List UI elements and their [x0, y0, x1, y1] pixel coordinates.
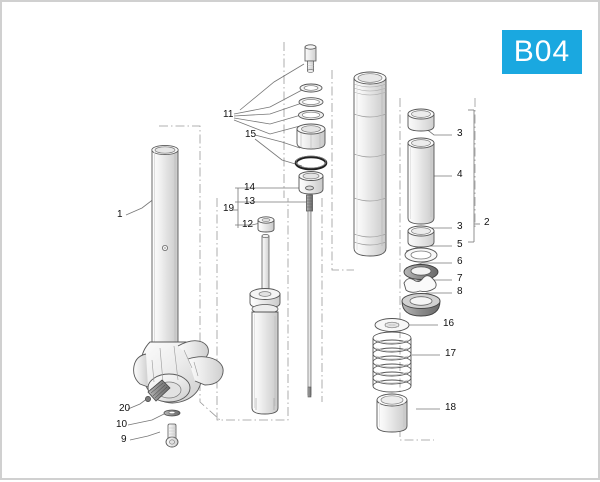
- casting-detail-lines: [151, 345, 199, 383]
- part-top-cap-stack: [294, 44, 328, 195]
- callout-number-4: 4: [457, 169, 463, 180]
- callout-number-10: 10: [116, 419, 128, 430]
- callout-number-19: 19: [223, 203, 235, 214]
- callout-number-5: 5: [457, 239, 463, 250]
- callout-number-15: 15: [245, 129, 257, 140]
- part-locknut-12: [257, 216, 275, 233]
- part-retaining-clip-7: [403, 275, 437, 293]
- callout-number-9: 9: [121, 434, 127, 445]
- callout-number-2: 2: [484, 217, 490, 228]
- callout-number-3a: 3: [457, 128, 463, 139]
- callout-number-7: 7: [457, 273, 463, 284]
- sheet-code-label: B04: [513, 35, 571, 68]
- part-washer-10: [163, 409, 181, 417]
- part-fork-spring-17: [372, 331, 412, 393]
- callout-number-13: 13: [244, 196, 256, 207]
- callout-number-18: 18: [445, 402, 457, 413]
- part-spring-seat-16: [374, 318, 410, 332]
- part-brake-hose-clip: [145, 379, 171, 402]
- part-cap-body: [296, 123, 326, 150]
- part-cap-bolt: [304, 44, 317, 73]
- callout-number-12: 12: [242, 219, 254, 230]
- part-bushing-3-upper: [407, 108, 435, 132]
- part-bushing-4: [407, 137, 435, 225]
- part-fork-leg-tube: [151, 144, 179, 355]
- callout-number-6: 6: [457, 256, 463, 267]
- part-bushing-3-lower: [407, 225, 435, 248]
- part-inner-fork-tube: [353, 71, 387, 257]
- callout-number-3b: 3: [457, 221, 463, 232]
- part-washer-5: [404, 247, 438, 263]
- part-dust-seal-8: [401, 293, 441, 317]
- callout-number-1: 1: [117, 209, 123, 220]
- part-oil-seal-6: [403, 264, 439, 280]
- callout-number-8: 8: [457, 286, 463, 297]
- callout-number-17: 17: [445, 348, 457, 359]
- callout-number-14: 14: [244, 182, 256, 193]
- callout-number-16: 16: [443, 318, 455, 329]
- part-damper-cartridge: [249, 216, 281, 415]
- callout-number-11: 11: [223, 109, 234, 120]
- callout-number-20: 20: [119, 403, 131, 414]
- part-spacer-18: [376, 393, 408, 433]
- group-boundaries: [159, 42, 476, 441]
- part-axle-clamp-casting: [133, 340, 224, 404]
- part-oring-15: [294, 155, 328, 171]
- part-push-rod: [305, 185, 314, 398]
- part-damper-piston: [249, 288, 281, 314]
- part-bolt-9: [165, 423, 179, 448]
- spring-coil-shading: [375, 339, 409, 384]
- part-cap-seat: [298, 171, 324, 195]
- sheet-code-badge: B04: [502, 30, 582, 74]
